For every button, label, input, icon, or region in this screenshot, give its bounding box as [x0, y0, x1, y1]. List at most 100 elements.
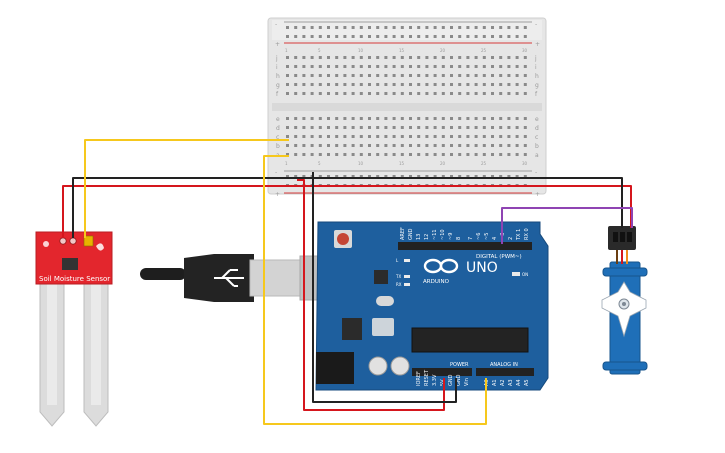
arduino-uno[interactable]: UNO ARDUINO DIGITAL (PWM~) POWER ANALOG … — [315, 221, 549, 391]
breadboard-hole — [392, 26, 396, 29]
breadboard-hole — [474, 92, 478, 95]
breadboard-hole — [400, 83, 404, 86]
breadboard-hole — [458, 56, 462, 59]
breadboard-hole — [491, 135, 494, 138]
rail-plus-bottom-right: + — [535, 191, 540, 198]
breadboard-hole — [318, 126, 322, 129]
breadboard-hole — [491, 26, 494, 29]
pin-label-11: ~11 — [432, 229, 438, 240]
row-letter-h: h — [276, 73, 280, 80]
breadboard-hole — [359, 83, 363, 86]
breadboard-hole — [507, 26, 511, 29]
breadboard-hole — [441, 35, 445, 38]
breadboard-hole — [376, 35, 380, 38]
breadboard-hole — [450, 74, 453, 77]
soil-moisture-sensor[interactable]: Soil Moisture Sensor — [35, 231, 113, 427]
breadboard-hole — [343, 35, 347, 38]
breadboard-hole — [400, 35, 404, 38]
breadboard-hole — [458, 144, 462, 147]
row-letter-d: d — [276, 125, 280, 132]
breadboard-hole — [351, 74, 355, 77]
breadboard-hole — [474, 83, 478, 86]
pin-label-3v3: 3.3V — [432, 374, 438, 386]
breadboard-hole — [310, 83, 314, 86]
breadboard-hole — [294, 92, 298, 95]
breadboard-hole — [515, 74, 519, 77]
breadboard-hole — [523, 153, 527, 156]
col-number-5-top: 5 — [318, 48, 321, 53]
breadboard-hole — [409, 144, 412, 147]
pin-label-tx1: TX 1 — [516, 229, 522, 241]
breadboard-hole — [499, 26, 503, 29]
breadboard-hole — [318, 153, 322, 156]
breadboard-hole — [327, 65, 330, 68]
breadboard-hole — [368, 153, 371, 156]
board-model: UNO — [466, 260, 498, 276]
breadboard-hole — [310, 26, 314, 29]
pin-label-gnd-1: GND — [448, 374, 454, 386]
breadboard-hole — [433, 65, 437, 68]
breadboard-hole — [368, 26, 371, 29]
breadboard-hole — [507, 56, 511, 59]
breadboard-hole — [482, 153, 486, 156]
wire-sensor-vcc — [62, 185, 632, 238]
breadboard-hole — [335, 135, 339, 138]
breadboard-hole — [335, 83, 339, 86]
breadboard-hole — [384, 135, 388, 138]
breadboard-hole — [515, 117, 519, 120]
breadboard-hole — [351, 35, 355, 38]
breadboard-hole — [458, 35, 462, 38]
breadboard-hole — [409, 135, 412, 138]
pin-label-rx0: RX 0 — [524, 228, 530, 240]
breadboard-hole — [491, 126, 494, 129]
col-number-10-top: 10 — [358, 48, 364, 53]
breadboard-hole — [458, 117, 462, 120]
breadboard-hole — [523, 26, 527, 29]
servo-motor[interactable] — [601, 226, 648, 375]
breadboard-hole — [425, 74, 429, 77]
breadboard-hole — [425, 153, 429, 156]
breadboard-hole — [302, 26, 306, 29]
breadboard-hole — [425, 92, 429, 95]
breadboard-hole — [351, 135, 355, 138]
breadboard-hole — [523, 35, 527, 38]
wire-analog-a0 — [263, 155, 487, 425]
breadboard-hole — [474, 56, 478, 59]
breadboard-hole — [425, 83, 429, 86]
breadboard-hole — [310, 56, 314, 59]
breadboard-hole — [507, 65, 511, 68]
breadboard-hole — [466, 83, 470, 86]
breadboard-hole — [400, 135, 404, 138]
l-led-label: L — [396, 258, 399, 263]
breadboard-hole — [400, 153, 404, 156]
row-letter-c: c — [276, 134, 279, 141]
breadboard-hole — [368, 144, 371, 147]
rail-minus-top-right: - — [535, 21, 537, 28]
breadboard-hole — [343, 56, 347, 59]
breadboard-hole — [351, 56, 355, 59]
breadboard-hole — [343, 144, 347, 147]
breadboard-hole — [327, 175, 330, 178]
breadboard-hole — [368, 175, 371, 178]
breadboard-hole — [368, 135, 371, 138]
breadboard-hole — [335, 26, 339, 29]
breadboard-hole — [368, 117, 371, 120]
breadboard-hole — [376, 83, 380, 86]
breadboard-hole — [318, 175, 322, 178]
breadboard-hole — [417, 144, 421, 147]
breadboard-hole — [359, 74, 363, 77]
breadboard-hole — [335, 65, 339, 68]
breadboard-hole — [441, 153, 445, 156]
pin-label-gnd: GND — [408, 228, 414, 240]
breadboard-hole — [466, 153, 470, 156]
breadboard-hole — [392, 135, 396, 138]
row-letter-a-right: a — [535, 152, 539, 159]
breadboard-hole — [351, 144, 355, 147]
usb-cable[interactable] — [140, 254, 343, 302]
rail-plus-top: + — [275, 41, 280, 48]
breadboard-hole — [327, 135, 330, 138]
breadboard-hole — [507, 35, 511, 38]
breadboard-hole — [482, 117, 486, 120]
breadboard-hole — [433, 92, 437, 95]
breadboard-hole — [507, 144, 511, 147]
